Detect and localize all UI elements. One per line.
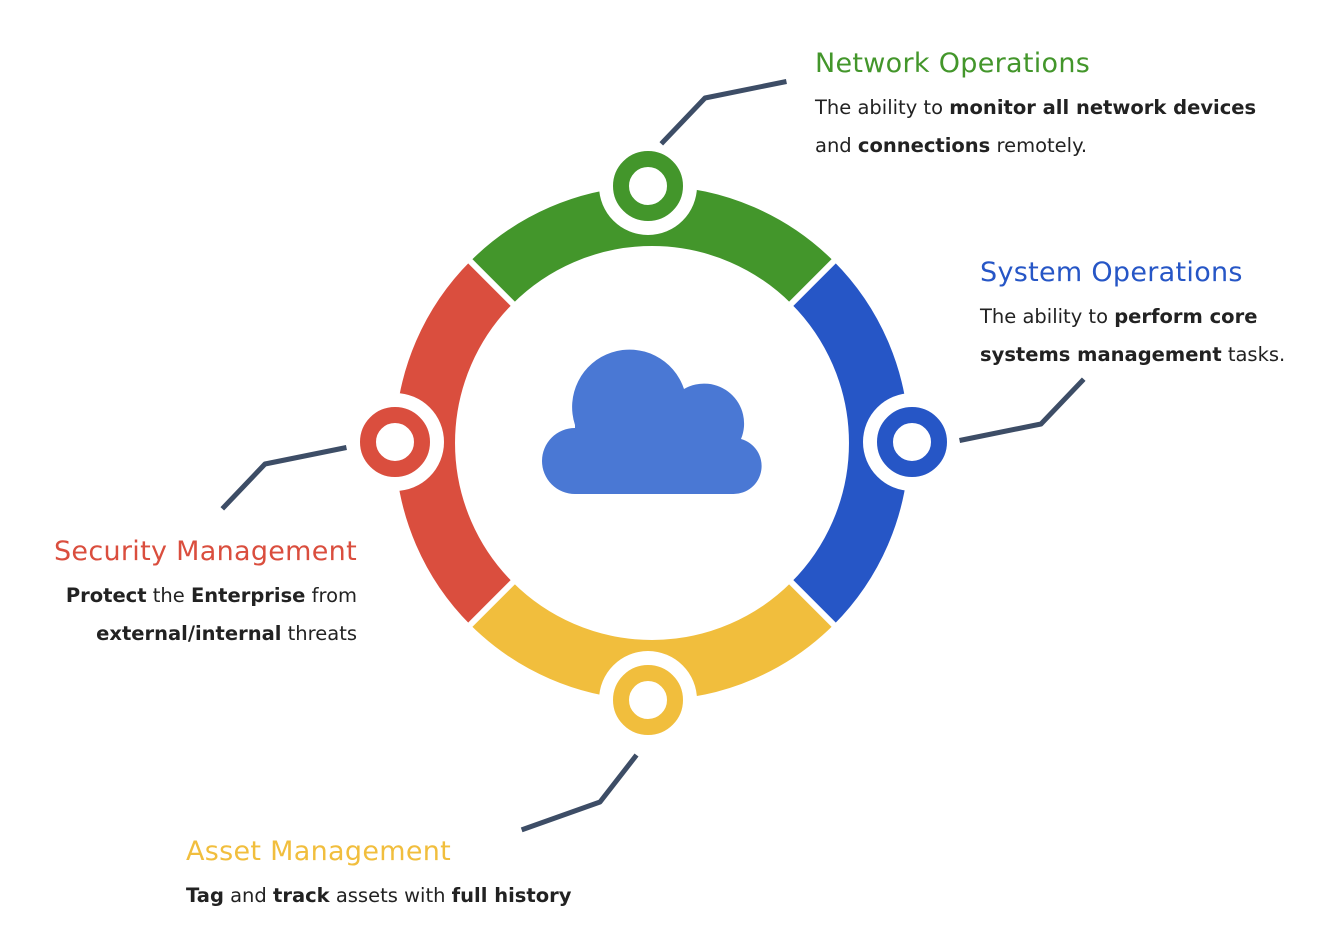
- asset-connector-line: [520, 753, 639, 833]
- ring-gap: [465, 577, 518, 630]
- security-management-title: Security Management: [53, 536, 357, 567]
- security-node: [346, 393, 444, 491]
- network-node: [599, 137, 697, 235]
- asset-management-description: Tag and track assets with full history: [186, 884, 572, 907]
- asset-node: [599, 651, 697, 749]
- system-operations-description: The ability to perform core systems mana…: [980, 305, 1286, 366]
- ring-separators: [465, 256, 839, 630]
- network-operations-callout: Network Operations The ability to monito…: [815, 45, 1295, 165]
- system-operations-title: System Operations: [980, 257, 1243, 288]
- system-connector-line: [959, 377, 1086, 443]
- network-connector-line: [659, 79, 787, 146]
- network-operations-title: Network Operations: [815, 48, 1091, 79]
- asset-management-title: Asset Management: [186, 836, 452, 867]
- security-management-callout: Security Management Protect the Enterpri…: [20, 533, 357, 653]
- security-management-description: Protect the Enterprise from external/int…: [65, 584, 357, 645]
- cloud-icon: [542, 349, 762, 495]
- ring-gap: [786, 577, 839, 630]
- system-node: [863, 393, 961, 491]
- security-connector-line: [220, 445, 347, 511]
- network-operations-description: The ability to monitor all network devic…: [815, 96, 1257, 157]
- system-operations-callout: System Operations The ability to perform…: [980, 254, 1310, 374]
- asset-management-callout: Asset Management Tag and track assets wi…: [186, 833, 746, 915]
- ring-gap: [786, 256, 839, 309]
- ring-gap: [465, 256, 518, 309]
